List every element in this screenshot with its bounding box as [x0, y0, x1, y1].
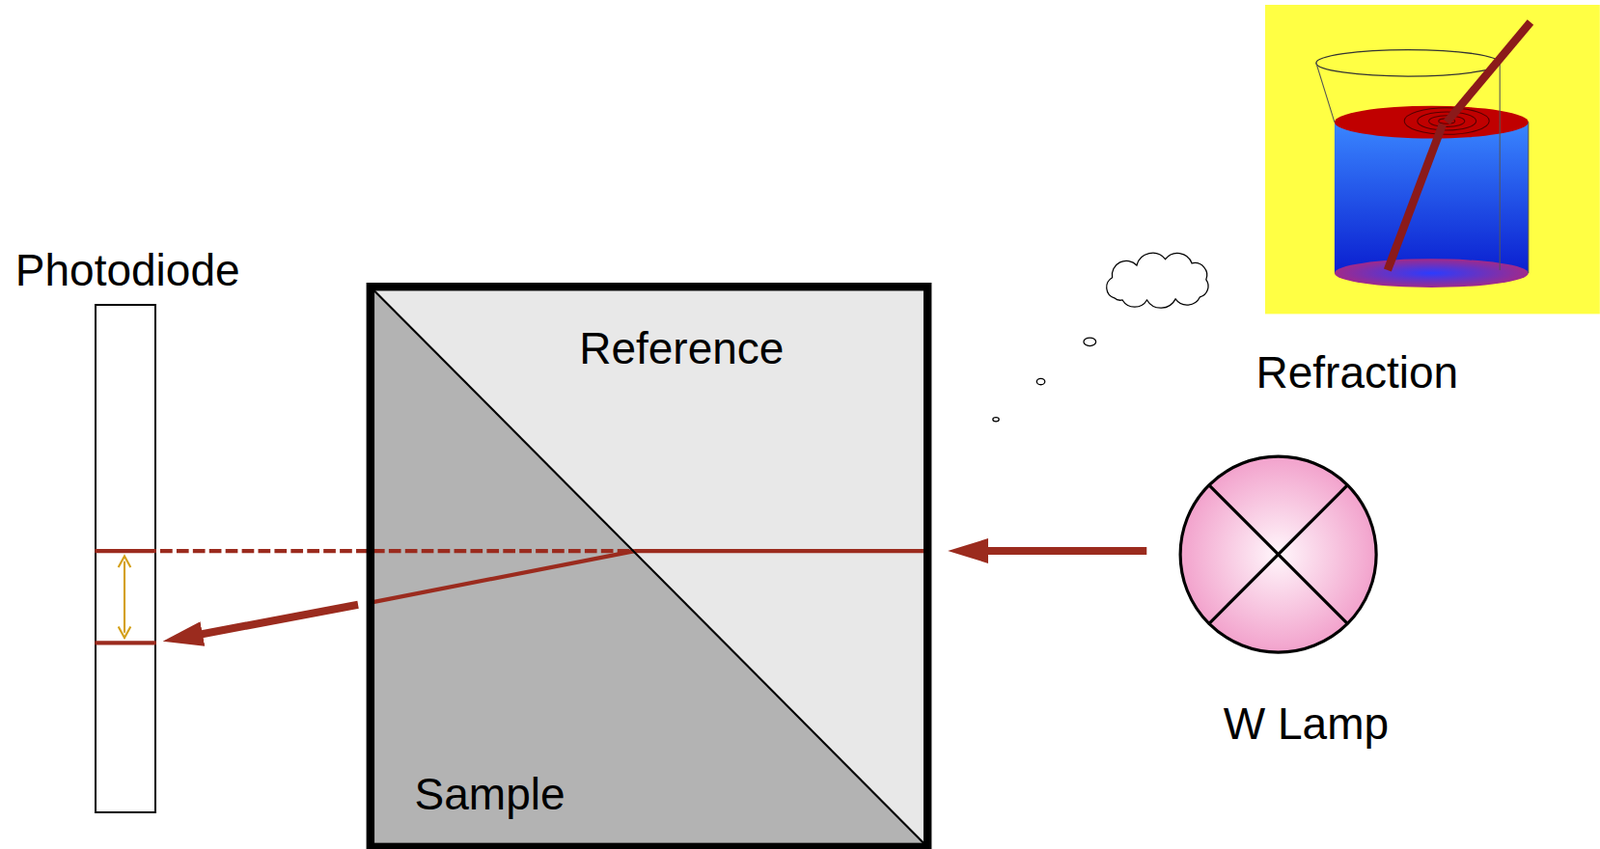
refraction-inset: Refraction: [1265, 4, 1600, 314]
thought-cloud: [1106, 252, 1209, 308]
node-label: Photodiode: [15, 246, 241, 296]
tungsten-lamp: W Lamp: [1178, 454, 1379, 655]
refracted-ray: [370, 551, 635, 603]
light-beam-arrow: [200, 605, 359, 635]
light-beam-arrow: [986, 547, 1147, 555]
sample-spot: [94, 640, 156, 645]
prism-housing: [370, 286, 928, 848]
thought-bubble: [993, 417, 999, 422]
displacement-arrow: [123, 561, 126, 634]
displacement-arrow-heads: [118, 555, 132, 638]
photodiode-box: Photodiode: [94, 303, 156, 814]
unrefracted-beam: [160, 549, 635, 553]
node-label: W Lamp: [1223, 699, 1389, 749]
tungsten-lamp-outline: [1178, 454, 1379, 655]
thought-bubble: [1083, 337, 1097, 346]
node-label: Refraction: [1256, 348, 1460, 398]
node-label: Sample: [414, 770, 566, 820]
thought-bubble: [1036, 378, 1045, 385]
prism-interface: [373, 289, 925, 844]
reference-spot: [94, 549, 156, 553]
refraction-inset-outline: [1265, 4, 1600, 314]
incident-ray: [634, 549, 924, 553]
node-label: Reference: [579, 324, 784, 374]
